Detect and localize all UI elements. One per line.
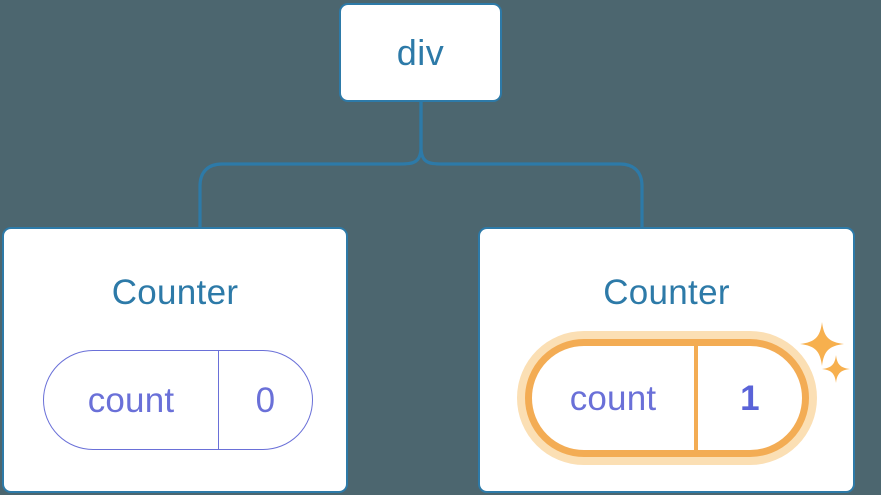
- state-pill-count-right[interactable]: count 1: [525, 339, 809, 457]
- state-pill-key-label: count: [87, 380, 175, 420]
- connector-right: [419, 100, 644, 229]
- state-pill-value-label: 0: [255, 380, 276, 420]
- node-div-label: div: [396, 31, 445, 73]
- counter-left-state-wrap: count 0: [43, 350, 313, 450]
- state-pill-count-left[interactable]: count 0: [43, 350, 313, 450]
- node-counter-left[interactable]: Counter count 0: [2, 227, 348, 493]
- counter-right-title: Counter: [603, 273, 730, 312]
- connector-left: [198, 100, 423, 229]
- state-pill-value-cell: 0: [219, 351, 312, 449]
- node-counter-right[interactable]: Counter count 1: [478, 227, 855, 493]
- state-pill-key-label: count: [569, 378, 657, 418]
- state-pill-value-cell: 1: [698, 346, 802, 450]
- counter-left-title: Counter: [111, 273, 239, 312]
- state-pill-key-cell: count: [532, 346, 698, 450]
- state-pill-value-label: 1: [740, 378, 760, 418]
- counter-right-state-wrap: count 1: [525, 339, 809, 457]
- state-pill-key-cell: count: [44, 351, 219, 449]
- node-div[interactable]: div: [339, 3, 502, 102]
